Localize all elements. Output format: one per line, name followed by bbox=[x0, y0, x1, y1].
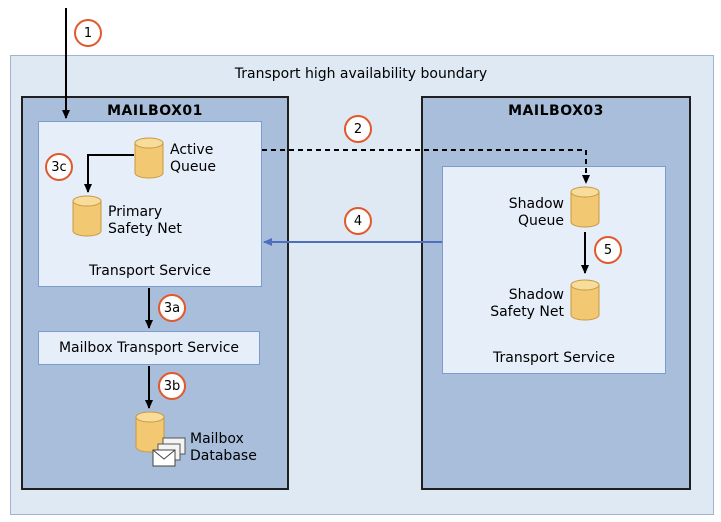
mailbox01-title: MAILBOX01 bbox=[107, 103, 203, 119]
arrow-3c bbox=[84, 154, 134, 193]
step-3b-marker: 3b bbox=[158, 372, 186, 400]
primary-safety-net-cylinder bbox=[72, 195, 102, 237]
mailbox01-transport-service-label: Transport Service bbox=[89, 263, 211, 279]
step-5-marker: 5 bbox=[594, 236, 622, 264]
boundary-label: Transport high availability boundary bbox=[234, 66, 488, 82]
shadow-safety-net-cylinder bbox=[570, 279, 600, 321]
step-4-marker: 4 bbox=[344, 207, 372, 235]
mailbox-transport-service-box bbox=[38, 331, 260, 365]
active-queue-cylinder bbox=[134, 137, 164, 179]
mailbox-transport-service-label: Mailbox Transport Service bbox=[58, 340, 240, 356]
step-3c-marker: 3c bbox=[45, 153, 73, 181]
arrow-2-shadow bbox=[262, 149, 590, 184]
step-3a-marker: 3a bbox=[158, 294, 186, 322]
mailbox03-transport-service-box bbox=[442, 166, 666, 374]
step-2-marker: 2 bbox=[344, 115, 372, 143]
step-1-marker: 1 bbox=[74, 19, 102, 47]
mailbox03-title: MAILBOX03 bbox=[508, 103, 604, 119]
mailbox03-transport-service-label: Transport Service bbox=[493, 350, 615, 366]
shadow-queue-cylinder bbox=[570, 186, 600, 228]
mailbox-database-mail-icon bbox=[152, 437, 186, 467]
